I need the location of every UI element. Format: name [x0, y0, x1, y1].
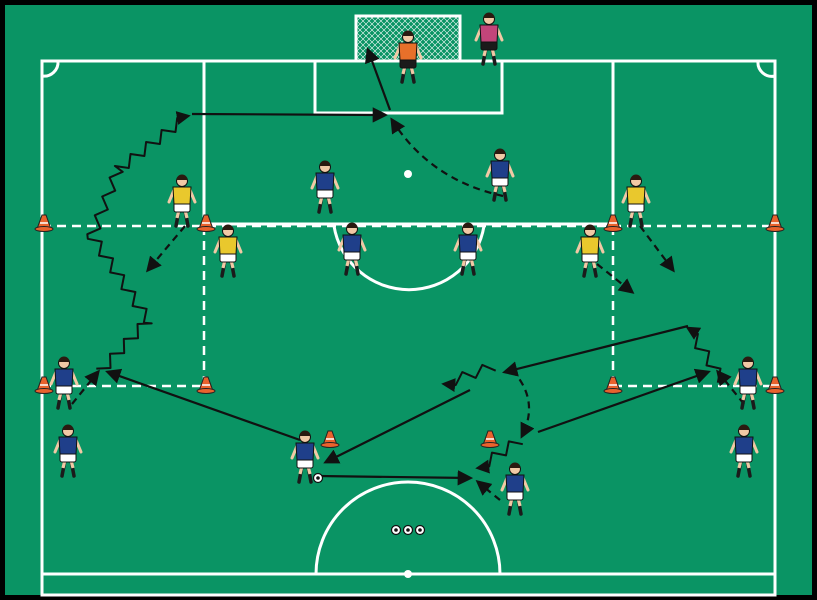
pitch-surface	[5, 5, 812, 595]
attacker-player	[337, 222, 367, 276]
run-arrow	[639, 225, 675, 273]
run-arrow	[511, 369, 535, 439]
dribble-arrow	[475, 440, 523, 474]
goalkeeper	[393, 30, 423, 84]
pass-arrow	[365, 47, 392, 111]
run-arrow	[71, 369, 100, 405]
spare-ball	[414, 524, 426, 536]
attacker-player	[290, 430, 320, 484]
goal-frame	[354, 14, 462, 61]
defender-player	[167, 174, 197, 228]
center-circle	[314, 480, 502, 575]
attacker-player	[733, 356, 763, 410]
dribble-arrow	[86, 111, 191, 370]
run-arrow	[475, 480, 501, 501]
defender-player	[621, 174, 651, 228]
penalty-spot	[404, 170, 412, 178]
run-arrow	[716, 369, 745, 405]
run-arrow	[390, 117, 504, 198]
cone	[603, 376, 623, 394]
cone	[765, 214, 785, 232]
coach	[474, 12, 504, 66]
cone	[480, 430, 500, 448]
attacker-player	[500, 462, 530, 516]
attacker-player	[485, 148, 515, 202]
dribble-arrow	[441, 363, 497, 393]
ball-in-play	[312, 472, 324, 484]
defender-player	[213, 224, 243, 278]
pass-arrow	[323, 389, 471, 464]
pass-arrow	[105, 368, 301, 442]
balls	[312, 472, 426, 536]
defender-player	[575, 224, 605, 278]
cone	[196, 376, 216, 394]
attacker-player	[49, 356, 79, 410]
cone	[765, 376, 785, 394]
cones	[34, 214, 785, 448]
corner-arc-right	[756, 60, 776, 78]
cone	[603, 214, 623, 232]
attacker-player	[453, 222, 483, 276]
movement-arrows	[71, 47, 745, 501]
run-arrow	[596, 263, 635, 294]
attacker-player	[53, 424, 83, 478]
pass-arrow	[502, 324, 689, 377]
attacker-player	[310, 160, 340, 214]
pass-arrow	[537, 368, 711, 434]
corner-arc-left	[41, 60, 60, 78]
cone	[320, 430, 340, 448]
cone	[34, 376, 54, 394]
spare-ball	[390, 524, 402, 536]
run-arrow	[146, 225, 186, 273]
pass-arrow	[191, 107, 389, 123]
dribble-arrow	[685, 326, 722, 383]
players	[49, 12, 763, 516]
cone	[34, 214, 54, 232]
spare-ball	[402, 524, 414, 536]
cone	[196, 214, 216, 232]
attacker-player	[729, 424, 759, 478]
center-spot	[404, 570, 412, 578]
pass-arrow	[317, 470, 474, 486]
